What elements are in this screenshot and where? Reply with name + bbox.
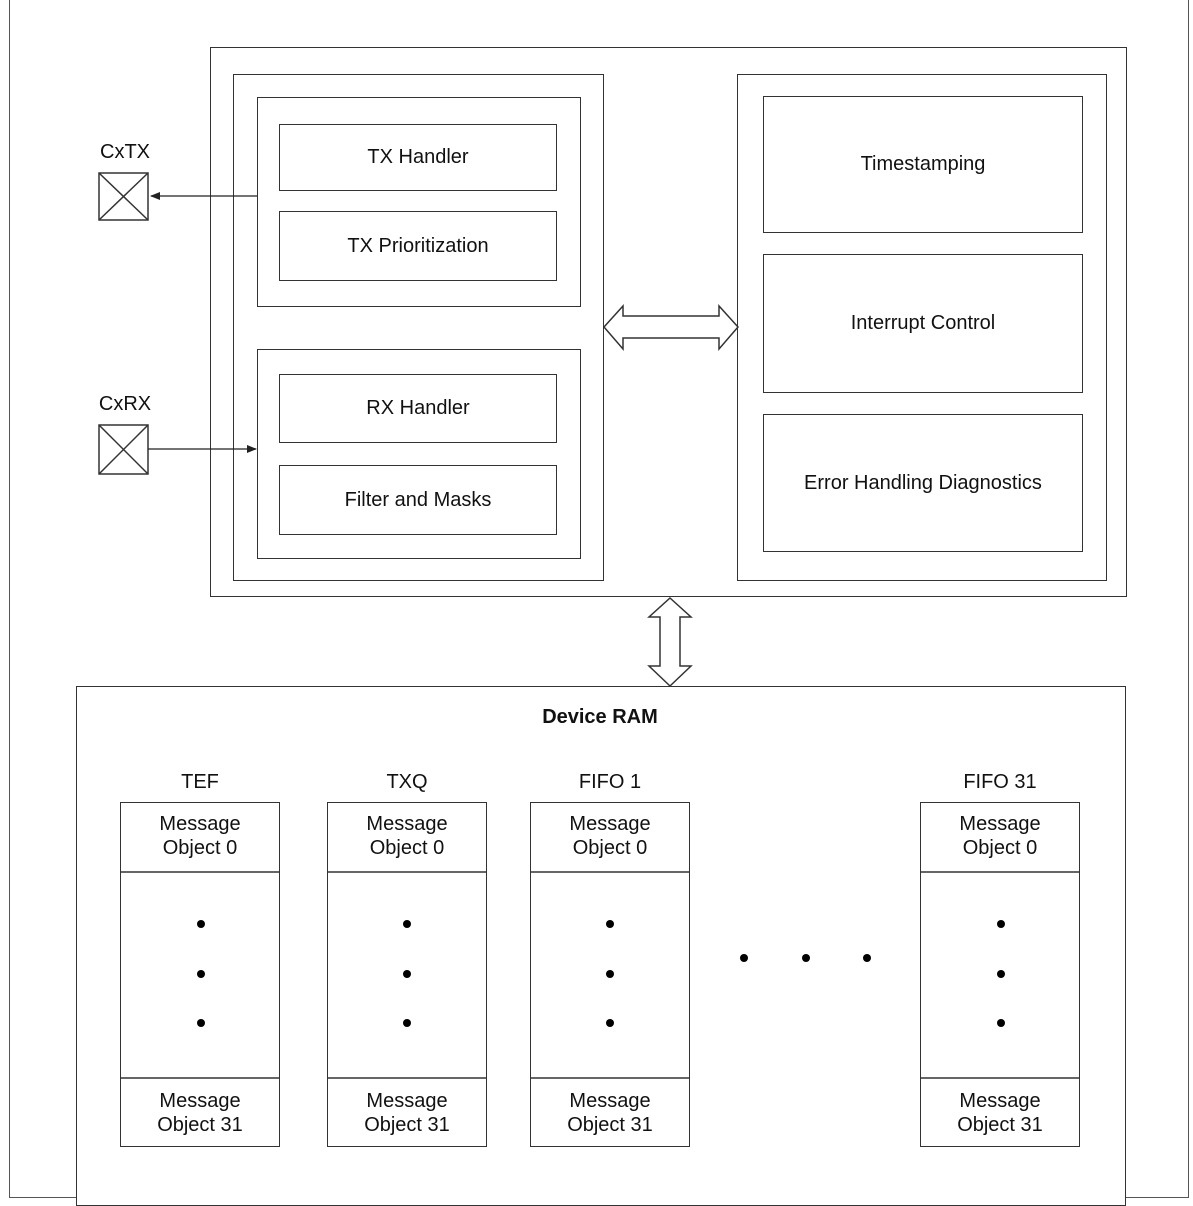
tx-prioritization-box: TX Prioritization [279, 211, 557, 281]
internal-bus-arrow [602, 304, 740, 352]
tef-bottom-message: Message Object 31 [157, 1090, 243, 1136]
timestamping-box: Timestamping [763, 96, 1083, 233]
fifo1-ellipsis-dot [606, 970, 614, 978]
cxrx-pin-label: CxRX [98, 393, 152, 415]
tef-ellipsis-dot [197, 1019, 205, 1027]
txq-ellipsis-dot [403, 1019, 411, 1027]
cxtx-pin-icon [98, 172, 149, 221]
fifo-range-ellipsis-dot [802, 954, 810, 962]
filter-masks-box: Filter and Masks [279, 465, 557, 535]
cxrx-pin-icon [98, 424, 149, 475]
rx-handler-box: RX Handler [279, 374, 557, 443]
tef-column-label: TEF [181, 771, 219, 793]
fifo31-bottom-message: Message Object 31 [957, 1090, 1043, 1136]
tef-ellipsis-dot [197, 970, 205, 978]
tx-handler-label: TX Handler [367, 146, 469, 168]
fifo31-ellipsis-dot [997, 920, 1005, 928]
tef-top-message: Message Object 0 [159, 813, 241, 859]
error-handling-label: Error Handling Diagnostics [804, 471, 1042, 494]
tx-prioritization-label: TX Prioritization [347, 234, 489, 257]
interrupt-control-box: Interrupt Control [763, 254, 1083, 393]
fifo-range-ellipsis-dot [863, 954, 871, 962]
txq-ellipsis-dot [403, 970, 411, 978]
cxtx-pin-label: CxTX [100, 141, 150, 163]
filter-masks-label: Filter and Masks [344, 488, 492, 511]
txq-top-message: Message Object 0 [366, 813, 448, 859]
tef-ellipsis-dot [197, 920, 205, 928]
fifo-range-ellipsis-dot [740, 954, 748, 962]
error-handling-box: Error Handling Diagnostics [763, 414, 1083, 552]
fifo31-top-message: Message Object 0 [959, 813, 1041, 859]
fifo1-ellipsis-dot [606, 1019, 614, 1027]
fifo1-bottom-message: Message Object 31 [567, 1090, 653, 1136]
timestamping-label: Timestamping [860, 153, 986, 175]
fifo1-column-label: FIFO 1 [578, 771, 642, 793]
ram-bus-arrow [647, 596, 693, 688]
rx-handler-label: RX Handler [366, 397, 470, 419]
txq-ellipsis-dot [403, 920, 411, 928]
fifo31-ellipsis-dot [997, 970, 1005, 978]
fifo31-ellipsis-dot [997, 1019, 1005, 1027]
fifo1-ellipsis-dot [606, 920, 614, 928]
txq-bottom-message: Message Object 31 [364, 1090, 450, 1136]
fifo1-top-message: Message Object 0 [569, 813, 651, 859]
interrupt-control-label: Interrupt Control [850, 312, 996, 334]
tx-handler-box: TX Handler [279, 124, 557, 191]
txq-column-label: TXQ [386, 771, 428, 793]
device-ram-title: Device RAM [542, 706, 658, 728]
fifo31-column-label: FIFO 31 [963, 771, 1037, 793]
